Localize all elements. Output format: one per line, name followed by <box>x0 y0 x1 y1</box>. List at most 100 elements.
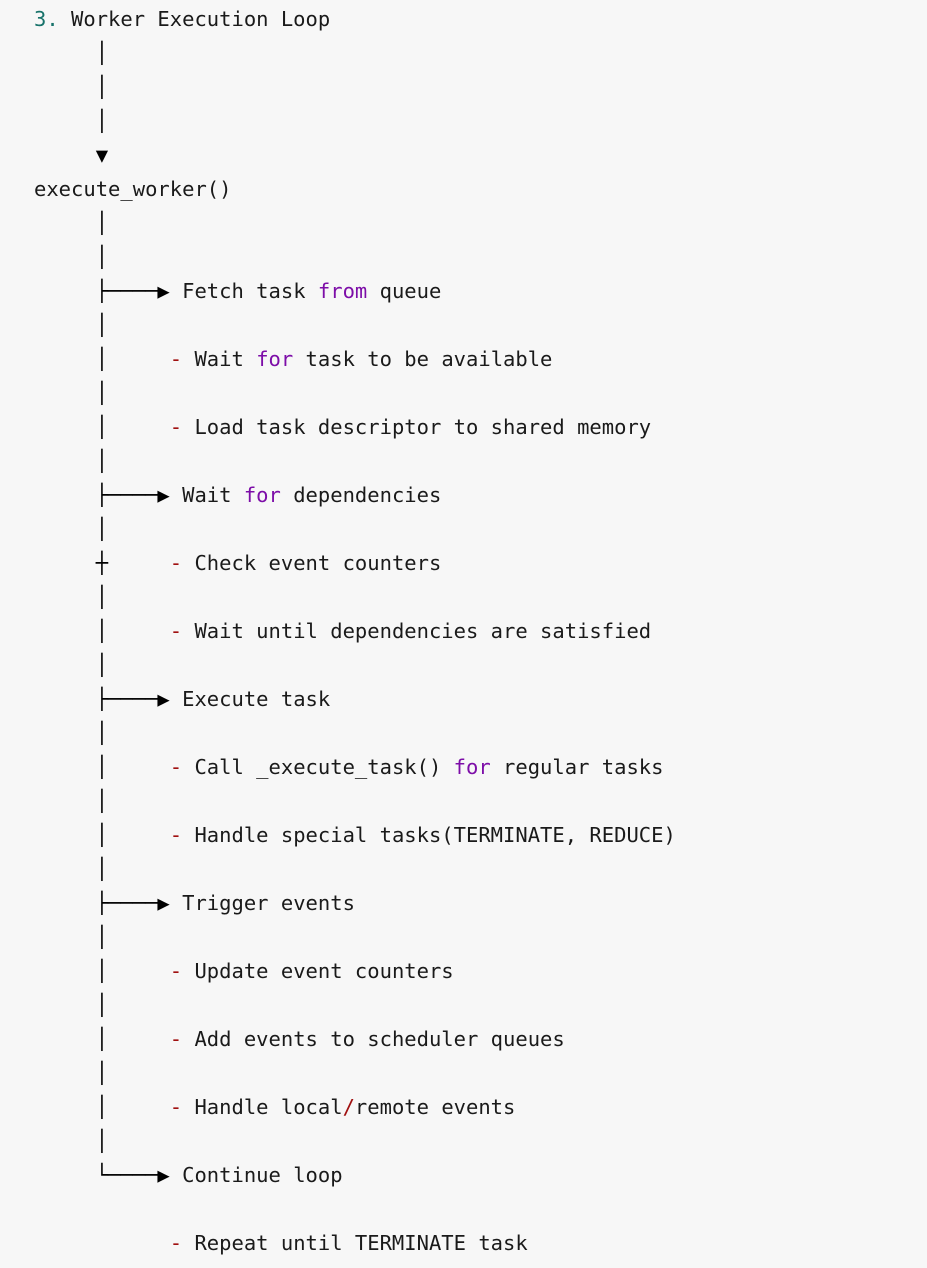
token-plain <box>34 857 96 881</box>
token-number: 3. <box>34 7 59 31</box>
code-line-pipe-15: │ <box>0 920 927 954</box>
token-plain <box>34 1061 96 1085</box>
token-plain: Repeat until TERMINATE task <box>182 1231 528 1255</box>
token-plain: Handle special tasks(TERMINATE, REDUCE) <box>182 823 676 847</box>
token-plain <box>34 925 96 949</box>
token-tree: │ <box>95 721 109 745</box>
code-line-sub-handle-lr: │ - Handle local/remote events <box>0 1090 927 1124</box>
token-tree: │ <box>95 517 109 541</box>
token-plain <box>34 1027 96 1051</box>
token-tree: ├────▶ <box>95 279 170 303</box>
code-line-pipe-8: │ <box>0 444 927 478</box>
code-line-sub-check-evt: ┼ - Check event counters <box>0 546 927 580</box>
token-operator: - <box>169 347 183 371</box>
token-plain <box>34 959 96 983</box>
code-line-pipe-2: │ <box>0 70 927 104</box>
token-tree: │ <box>95 1027 109 1051</box>
token-operator: / <box>342 1095 355 1119</box>
token-plain <box>34 279 96 303</box>
token-plain <box>34 619 96 643</box>
token-tree: ▼ <box>95 143 109 167</box>
token-plain <box>34 245 96 269</box>
token-plain <box>34 75 96 99</box>
token-plain <box>108 1027 170 1051</box>
token-tree: │ <box>95 959 109 983</box>
token-plain <box>34 517 96 541</box>
token-keyword: for <box>453 755 491 779</box>
token-plain <box>34 381 96 405</box>
code-line-pipe-14: │ <box>0 852 927 886</box>
token-tree: │ <box>95 619 109 643</box>
token-plain <box>108 823 170 847</box>
token-plain: Wait <box>182 347 257 371</box>
code-line-pipe-3: │ <box>0 104 927 138</box>
token-plain <box>108 755 170 779</box>
token-plain <box>34 1231 170 1255</box>
code-line-sub-load-desc: │ - Load task descriptor to shared memor… <box>0 410 927 444</box>
code-line-pipe-5: │ <box>0 240 927 274</box>
token-plain: queue <box>367 279 442 303</box>
token-tree: │ <box>95 653 109 677</box>
token-tree: │ <box>95 857 109 881</box>
token-plain <box>34 483 96 507</box>
token-plain <box>34 721 96 745</box>
token-plain <box>34 653 96 677</box>
token-plain <box>34 1129 96 1153</box>
code-line-pipe-16: │ <box>0 988 927 1022</box>
token-tree: ├────▶ <box>95 891 170 915</box>
code-line-pipe-10: │ <box>0 580 927 614</box>
token-tree: │ <box>95 449 109 473</box>
token-tree: │ <box>95 1129 109 1153</box>
token-plain: Trigger events <box>169 891 355 915</box>
token-keyword: from <box>317 279 368 303</box>
code-line-pipe-7: │ <box>0 376 927 410</box>
token-tree: ├────▶ <box>95 483 170 507</box>
token-plain <box>34 1163 96 1187</box>
code-line-branch-fetch: ├────▶ Fetch task from queue <box>0 274 927 308</box>
code-line-pipe-6: │ <box>0 308 927 342</box>
code-line-sub-handle-spec: │ - Handle special tasks(TERMINATE, REDU… <box>0 818 927 852</box>
code-line-branch-continue: └────▶ Continue loop <box>0 1158 927 1192</box>
token-tree: │ <box>95 823 109 847</box>
code-line-sub-update-evt: │ - Update event counters <box>0 954 927 988</box>
token-operator: - <box>169 755 183 779</box>
code-line-pipe-18: │ <box>0 1124 927 1158</box>
token-plain: dependencies <box>280 483 442 507</box>
code-line-heading: 3. Worker Execution Loop <box>0 2 927 36</box>
token-plain <box>108 347 170 371</box>
code-line-blank-1 <box>0 1192 927 1226</box>
token-plain <box>34 109 96 133</box>
token-plain: Check event counters <box>182 551 442 575</box>
token-plain: Add events to scheduler queues <box>182 1027 565 1051</box>
token-plain <box>34 143 96 167</box>
token-tree: │ <box>95 755 109 779</box>
token-plain <box>34 687 96 711</box>
token-plain <box>34 211 96 235</box>
token-plain <box>34 755 96 779</box>
token-plain <box>108 551 170 575</box>
code-line-arrow-down: ▼ <box>0 138 927 172</box>
code-line-pipe-12: │ <box>0 716 927 750</box>
code-line-pipe-11: │ <box>0 648 927 682</box>
token-plain <box>108 1095 170 1119</box>
token-plain: execute_worker() <box>34 177 232 201</box>
code-line-pipe-9: │ <box>0 512 927 546</box>
code-line-pipe-13: │ <box>0 784 927 818</box>
token-tree: │ <box>95 211 109 235</box>
token-tree: └────▶ <box>95 1163 170 1187</box>
token-plain: Wait until dependencies are satisfied <box>182 619 652 643</box>
token-plain <box>34 415 96 439</box>
token-operator: - <box>169 823 183 847</box>
token-plain <box>34 313 96 337</box>
token-plain <box>34 993 96 1017</box>
token-tree: │ <box>95 313 109 337</box>
token-tree: │ <box>95 1095 109 1119</box>
token-tree: │ <box>95 789 109 813</box>
token-operator: - <box>169 959 183 983</box>
token-plain <box>34 449 96 473</box>
token-operator: - <box>169 1027 183 1051</box>
code-line-sub-call-exec: │ - Call _execute_task() for regular tas… <box>0 750 927 784</box>
token-plain <box>34 891 96 915</box>
token-plain: Update event counters <box>182 959 454 983</box>
